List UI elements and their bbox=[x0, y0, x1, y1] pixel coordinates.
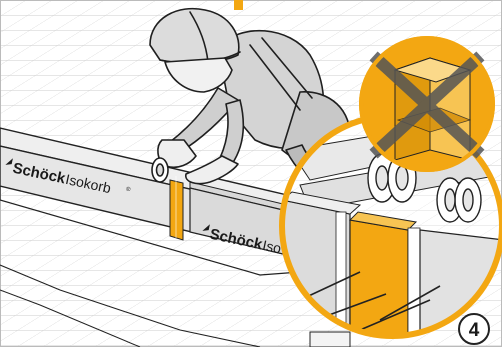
orange-joint-strip bbox=[170, 180, 183, 240]
top-marker bbox=[234, 0, 243, 10]
forbidden-detail bbox=[358, 36, 498, 176]
orange-connector-block bbox=[350, 220, 408, 342]
step-number-badge: 4 bbox=[459, 314, 489, 344]
step-number: 4 bbox=[469, 320, 480, 341]
